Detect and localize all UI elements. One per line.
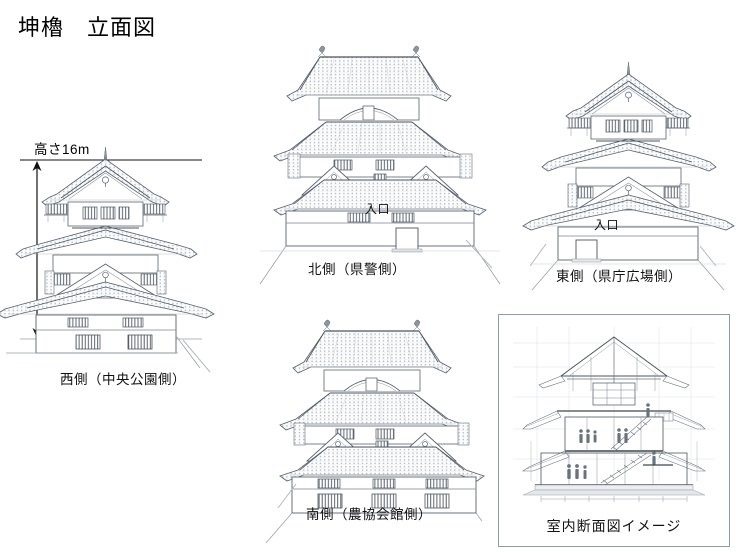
page-title: 坤櫓 立面図 [18, 15, 157, 40]
elevation-north [259, 45, 501, 285]
elevation-east [522, 61, 735, 291]
entrance-label-north: 入口 [365, 202, 391, 216]
entrance-label-east: 入口 [594, 218, 620, 232]
section-drawing [513, 327, 715, 502]
caption-east: 東側（県庁広場側） [556, 269, 682, 284]
caption-section: 室内断面図イメージ [546, 518, 682, 534]
height-dimension-label: 高さ16m [34, 142, 90, 157]
elevation-south [265, 319, 485, 544]
caption-west: 西側（中央公園側） [60, 372, 186, 387]
caption-south: 南側（農協会館側） [306, 507, 432, 522]
section-image-frame: 室内断面図イメージ [498, 314, 730, 547]
caption-north: 北側（県警側） [308, 262, 406, 277]
elevation-west [0, 146, 215, 369]
